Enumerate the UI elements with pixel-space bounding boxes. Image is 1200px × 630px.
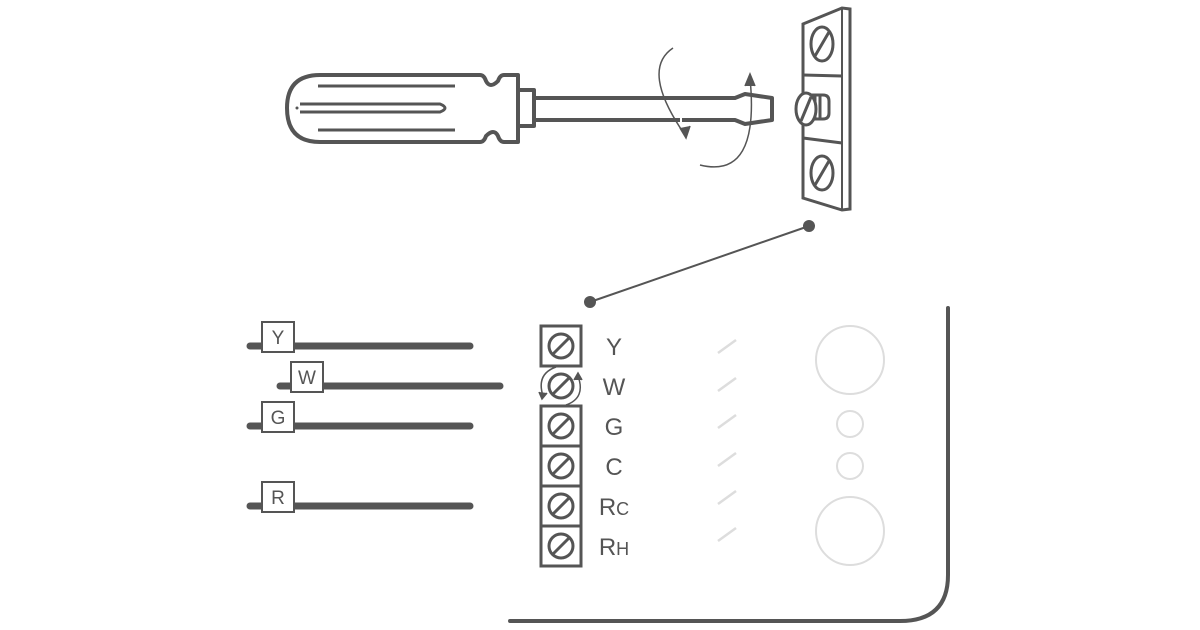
terminal-label-main: Y bbox=[606, 334, 622, 361]
wire-label-tag bbox=[261, 481, 295, 513]
screw-icon bbox=[547, 372, 575, 400]
terminal-label: W bbox=[603, 374, 626, 401]
terminal-rh: RH bbox=[539, 524, 629, 568]
terminal-label-sub: H bbox=[616, 539, 629, 559]
terminal-label: C bbox=[605, 454, 622, 481]
wire-label: Y bbox=[272, 328, 285, 349]
screw-icon bbox=[547, 412, 575, 440]
terminal-screw-plate-icon bbox=[794, 6, 852, 212]
screw-slot bbox=[551, 496, 571, 516]
terminal-y: Y bbox=[539, 324, 622, 368]
wire-label-tag bbox=[261, 321, 295, 353]
screw-icon bbox=[547, 332, 575, 360]
screw-slot bbox=[551, 336, 571, 356]
screw-slot bbox=[551, 416, 571, 436]
wire-label-tag bbox=[290, 361, 324, 393]
terminal-label-main: R bbox=[599, 534, 616, 561]
terminal-c: C bbox=[539, 444, 623, 488]
terminal-label: RH bbox=[599, 534, 629, 561]
terminal-rc: RC bbox=[539, 484, 629, 528]
wire-label: W bbox=[298, 368, 316, 389]
screw-slot bbox=[551, 456, 571, 476]
terminal-label-main: C bbox=[605, 454, 622, 481]
screw-slot bbox=[551, 536, 571, 556]
wire-label-tag bbox=[261, 401, 295, 433]
wire-label: G bbox=[271, 408, 286, 429]
wire-label: R bbox=[271, 488, 285, 509]
terminal-label-main: W bbox=[603, 374, 626, 401]
callout-connector bbox=[584, 220, 815, 308]
thermostat-base-outline bbox=[508, 306, 950, 623]
terminal-label: RC bbox=[599, 494, 629, 521]
wire-g: G bbox=[246, 401, 474, 433]
base-decorations bbox=[717, 325, 885, 566]
screw-icon bbox=[547, 452, 575, 480]
terminal-label-main: G bbox=[605, 414, 624, 441]
wire-r: R bbox=[246, 481, 474, 513]
wire-y: Y bbox=[246, 321, 474, 353]
screw-icon bbox=[547, 532, 575, 560]
terminal-g: G bbox=[539, 404, 624, 448]
wire-w: W bbox=[276, 361, 504, 393]
screw-icon bbox=[547, 492, 575, 520]
screw-slot bbox=[551, 376, 571, 396]
terminal-label: Y bbox=[606, 334, 622, 361]
terminal-w: W bbox=[538, 366, 626, 406]
terminal-label: G bbox=[605, 414, 624, 441]
rotation-arrows-icon bbox=[658, 47, 756, 168]
screwdriver-icon bbox=[285, 73, 774, 144]
rotation-arrows-icon bbox=[538, 366, 583, 406]
terminal-label-sub: C bbox=[616, 499, 629, 519]
terminal-label-main: R bbox=[599, 494, 616, 521]
